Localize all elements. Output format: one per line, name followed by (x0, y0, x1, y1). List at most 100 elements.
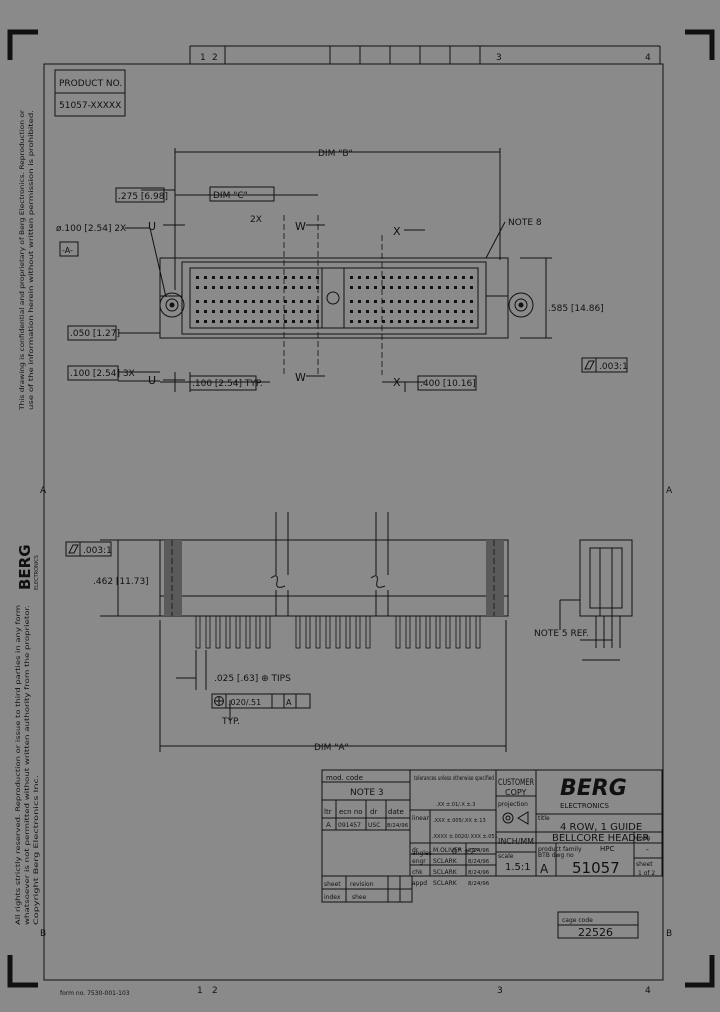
tail-pin (235, 615, 241, 649)
tail-pin (395, 615, 401, 649)
pin-contact (406, 320, 409, 323)
pin-contact (268, 286, 271, 289)
side-notice-bottom: All rights strictly reserved. Reproducti… (15, 605, 40, 925)
projection-symbol-icon (502, 811, 529, 825)
engr-name: SCLARK (433, 858, 458, 865)
zone-side-a-right: A (666, 486, 673, 496)
pin-contact (406, 300, 409, 303)
pin-contact (284, 320, 287, 323)
pin-contact (276, 276, 279, 279)
typ-label: TYP. (221, 717, 240, 727)
zone-side-b-right: B (666, 929, 672, 939)
angles-value: 0° ±2° (452, 847, 479, 856)
pin-contact (350, 300, 353, 303)
dim-050: .050 [1.27] (70, 329, 120, 339)
pin-contact (220, 320, 223, 323)
pin-contact (438, 300, 441, 303)
pin-contact (300, 320, 303, 323)
dim-a: DIM "A" (314, 743, 349, 753)
appd-name: SCLARK (433, 880, 458, 887)
pin-contact (390, 300, 393, 303)
pin-contact (196, 276, 199, 279)
pin-contact (316, 300, 319, 303)
pin-contact (228, 276, 231, 279)
pin-contact (228, 300, 231, 303)
tips-callout: .025 [.63] ⊕ TIPS (214, 674, 291, 684)
pin-contact (390, 286, 393, 289)
lin-tol-3: .XXXX ±.0020/.XXX ±.051 (432, 834, 498, 840)
pin-contact (204, 310, 207, 313)
pin-contact (292, 320, 295, 323)
dr-date: 8/24/96 (468, 848, 490, 854)
units: INCH/MM (498, 837, 534, 846)
berg-logo: BERG (560, 776, 627, 801)
dr-label: dr (412, 847, 419, 854)
berg-logo-sub: ELECTRONICS (560, 802, 609, 810)
scale-label: scale (498, 853, 514, 860)
pin-contact (414, 286, 417, 289)
pin-grid (196, 276, 473, 323)
pin-contact (204, 320, 207, 323)
pin-contact (316, 286, 319, 289)
col-date: date (388, 808, 404, 816)
pin-contact (406, 310, 409, 313)
zone-top-2: 2 (212, 53, 218, 63)
pin-contact (382, 320, 385, 323)
pin-contact (350, 310, 353, 313)
zone-bottom-4: 4 (645, 986, 651, 996)
pin-contact (316, 310, 319, 313)
customer-copy: CUSTOMER (498, 778, 534, 788)
pin-contact (366, 310, 369, 313)
size-value: A (540, 862, 549, 876)
pin-contact (220, 286, 223, 289)
mounting-hole-right (508, 292, 534, 318)
pin-contact (260, 310, 263, 313)
pin-contact (422, 310, 425, 313)
tail-pin (465, 615, 471, 649)
pin-contact (220, 276, 223, 279)
dr-name: M.OLIVER (433, 847, 462, 854)
tail-pins (195, 615, 481, 649)
pin-contact (284, 310, 287, 313)
mod-code-label: mod. code (326, 774, 363, 782)
pin-contact (212, 276, 215, 279)
tail-pin (265, 615, 271, 649)
pin-contact (430, 286, 433, 289)
hole-callout: ø.100 [2.54] 2X (56, 224, 126, 234)
flatness-frame-top (581, 357, 628, 373)
lin-tol-1: .XX ±.01/.X ±.3 (436, 802, 475, 808)
zone-top-3: 3 (496, 53, 502, 63)
pin-contact (244, 276, 247, 279)
tail-pin (335, 615, 341, 649)
pin-contact (260, 300, 263, 303)
pin-contact (374, 286, 377, 289)
datum-a-ref: A (286, 698, 292, 707)
pin-contact (406, 286, 409, 289)
pin-contact (244, 320, 247, 323)
pin-contact (438, 320, 441, 323)
zone-side-a-left: A (40, 486, 47, 496)
lin-tol-2: .XXX ±.005/.XX ±.13 (433, 818, 486, 824)
position-tolerance-frame (211, 693, 311, 709)
pin-contact (244, 286, 247, 289)
zone-top-4: 4 (645, 53, 651, 63)
pin-contact (414, 320, 417, 323)
pin-contact (196, 286, 199, 289)
tail-pin (475, 615, 481, 649)
pin-contact (220, 310, 223, 313)
rev-date: 8/24/96 (387, 823, 409, 829)
pin-contact (470, 320, 473, 323)
section-u-top: U (148, 220, 156, 233)
dim-400: .400 [10.16] (420, 379, 476, 389)
zone-strip-top: 1 2 3 4 (189, 45, 661, 64)
tail-pin (215, 615, 221, 649)
tail-pin (225, 615, 231, 649)
pin-contact (252, 300, 255, 303)
engr-date: 8/24/96 (468, 859, 490, 865)
pin-contact (300, 300, 303, 303)
pin-contact (398, 300, 401, 303)
pin-contact (316, 320, 319, 323)
pin-contact (350, 286, 353, 289)
tail-pin (405, 615, 411, 649)
customer-copy-2: COPY (505, 788, 527, 797)
